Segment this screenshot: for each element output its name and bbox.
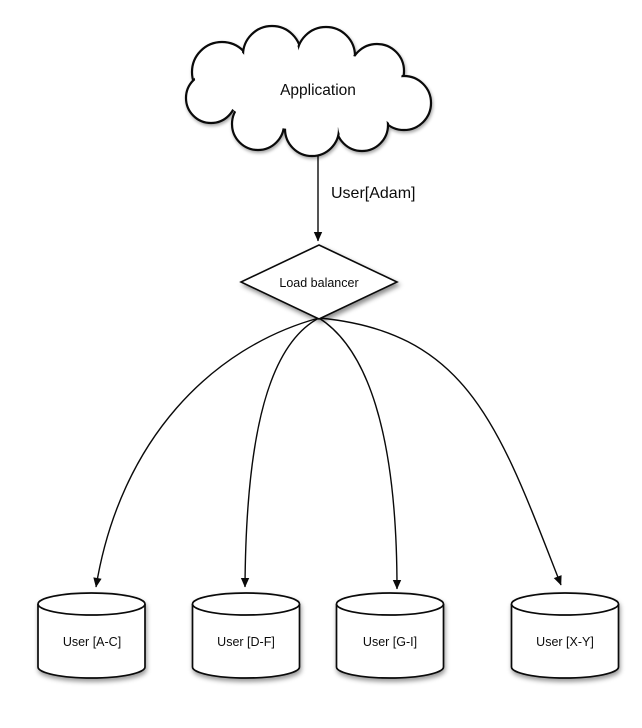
cloud-interior-fill bbox=[188, 28, 429, 154]
load-balancer-diamond-shape bbox=[239, 244, 399, 320]
shard-g-i-label: User [G-I] bbox=[362, 635, 418, 649]
cylinder-top bbox=[335, 592, 445, 616]
shard-a-c-cylinder-shape bbox=[37, 592, 146, 679]
application-label: Application bbox=[280, 82, 356, 99]
user-adam-edge-label: User[Adam] bbox=[331, 185, 416, 202]
shard-x-y-label: User [X-Y] bbox=[536, 635, 594, 649]
application-cloud-shape bbox=[184, 24, 433, 158]
edge-load-balancer-to-shard-d-f bbox=[240, 317, 320, 588]
cloud-fill bbox=[222, 50, 394, 130]
cylinder-top bbox=[191, 592, 301, 616]
cylinder-body bbox=[510, 604, 620, 679]
shard-d-f-label: User [D-F] bbox=[217, 635, 275, 649]
shard-d-f-cylinder-shape bbox=[191, 592, 301, 679]
cylinder-top bbox=[510, 592, 620, 616]
edge-load-balancer-to-shard-a-c bbox=[93, 317, 320, 588]
edge-load-balancer-to-shard-g-i bbox=[318, 317, 402, 590]
shard-g-i-cylinder-shape bbox=[335, 592, 445, 679]
shard-a-c-label: User [A-C] bbox=[62, 635, 122, 649]
cylinder-body bbox=[191, 604, 301, 679]
diamond bbox=[239, 244, 399, 320]
cylinder-top bbox=[37, 592, 146, 616]
shard-x-y-cylinder-shape bbox=[510, 592, 620, 679]
cylinder-body bbox=[37, 604, 146, 679]
edge-load-balancer-to-shard-x-y bbox=[318, 317, 562, 586]
load-balancer-label: Load balancer bbox=[279, 276, 359, 290]
cylinder-body bbox=[335, 604, 445, 679]
